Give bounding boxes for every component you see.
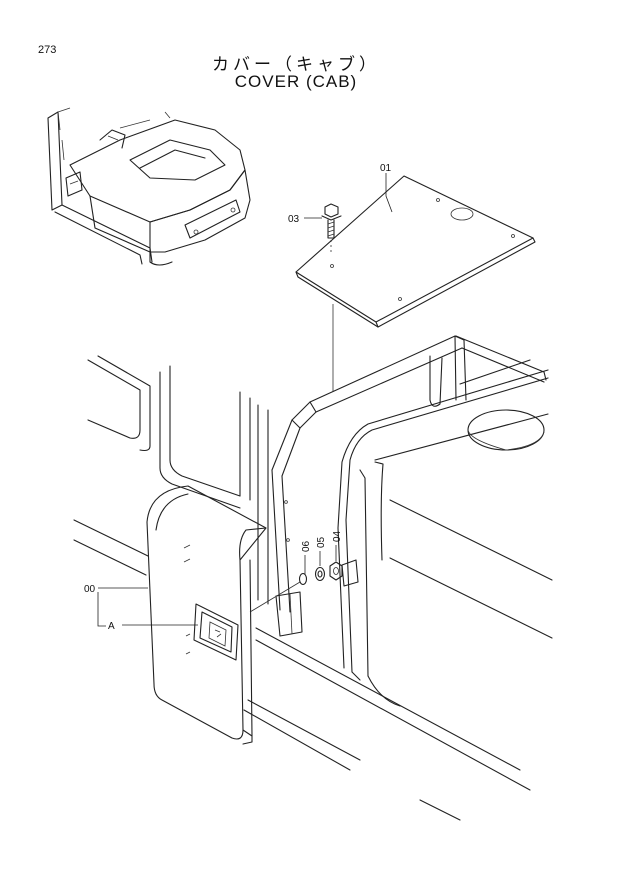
machine-overview-inset xyxy=(47,107,251,266)
nut-washer-set xyxy=(249,561,343,613)
callout-leaders xyxy=(97,173,393,627)
title-japanese: カバー（キャブ） xyxy=(212,55,380,75)
bolt xyxy=(321,203,342,255)
door-frame-right xyxy=(337,369,553,707)
callout-05: 05 xyxy=(316,536,327,548)
cab-frame-background xyxy=(73,355,269,605)
callout-06: 06 xyxy=(301,540,312,552)
page-number: 273 xyxy=(38,44,57,56)
callout-a: A xyxy=(108,621,115,632)
callout-03: 03 xyxy=(288,214,300,225)
side-cover xyxy=(146,485,267,745)
cab-floor xyxy=(243,627,531,821)
title-english: COVER (CAB) xyxy=(234,72,358,91)
callout-00: 00 xyxy=(84,584,96,595)
roof-cover-plate xyxy=(295,175,536,328)
cab-pillar-frame xyxy=(271,335,547,637)
callout-04: 04 xyxy=(332,530,343,542)
callout-01: 01 xyxy=(380,163,392,174)
